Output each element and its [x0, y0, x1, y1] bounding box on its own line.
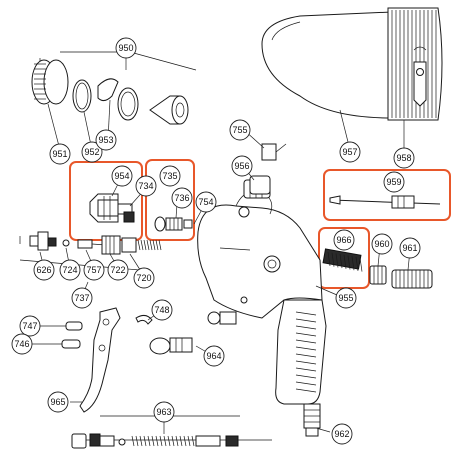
fluid-needle — [329, 195, 441, 209]
part-number-748: 748 — [154, 305, 169, 315]
part-number-724: 724 — [62, 265, 77, 275]
part-number-626: 626 — [36, 265, 51, 275]
part-number-955: 955 — [338, 293, 353, 303]
highlight-box-959 — [323, 169, 451, 221]
callout-954: 954 — [111, 165, 133, 187]
callout-964: 964 — [203, 345, 225, 367]
part-number-736: 736 — [174, 193, 189, 203]
part-number-956: 956 — [234, 161, 249, 171]
part-number-754: 754 — [198, 197, 213, 207]
part-number-954: 954 — [114, 171, 129, 181]
callout-959: 959 — [383, 171, 405, 193]
air-adjustment-valve — [71, 415, 272, 449]
air-cap-assembly — [31, 51, 197, 125]
callout-962: 962 — [331, 423, 353, 445]
part-number-964: 964 — [206, 351, 221, 361]
callout-737: 737 — [71, 287, 93, 309]
part-number-959: 959 — [386, 177, 401, 187]
callout-736: 736 — [171, 187, 193, 209]
part-number-720: 720 — [136, 273, 151, 283]
part-number-960: 960 — [374, 239, 389, 249]
callout-724: 724 — [59, 259, 81, 281]
part-number-965: 965 — [50, 397, 65, 407]
callout-953: 953 — [95, 129, 117, 151]
callout-734: 734 — [135, 175, 157, 197]
part-number-958: 958 — [396, 153, 411, 163]
part-callouts: 950 951 952 953 954 734 735 736 754 755 … — [11, 37, 421, 445]
callout-746: 746 — [11, 333, 33, 355]
callout-956: 956 — [231, 155, 253, 177]
callout-966: 966 — [333, 229, 355, 251]
callout-955: 955 — [335, 287, 357, 309]
part-number-963: 963 — [156, 407, 171, 417]
air-valve-parts-row — [19, 231, 162, 271]
part-number-755: 755 — [232, 125, 247, 135]
adjustment-knob-parts — [369, 265, 433, 289]
callout-720: 720 — [133, 267, 155, 289]
callout-957: 957 — [339, 141, 361, 163]
retaining-ring — [31, 59, 69, 105]
callout-952: 952 — [81, 141, 103, 163]
highlight-box-735-736 — [145, 159, 195, 241]
part-number-966: 966 — [336, 235, 351, 245]
part-number-951: 951 — [52, 149, 67, 159]
part-number-962: 962 — [334, 429, 349, 439]
callout-626: 626 — [33, 259, 55, 281]
part-number-735: 735 — [162, 171, 177, 181]
gun-handle — [275, 299, 327, 405]
callout-961: 961 — [399, 237, 421, 259]
callout-735: 735 — [159, 165, 181, 187]
callout-958: 958 — [393, 147, 415, 169]
part-number-757: 757 — [86, 265, 101, 275]
part-number-957: 957 — [342, 147, 357, 157]
callout-754: 754 — [195, 191, 217, 213]
part-number-734: 734 — [138, 181, 153, 191]
callout-960: 960 — [371, 233, 393, 255]
part-number-746: 746 — [14, 339, 29, 349]
cup-filter-and-adapter — [249, 143, 287, 195]
callout-951: 951 — [49, 143, 71, 165]
callout-755: 755 — [229, 119, 251, 141]
callout-965: 965 — [47, 391, 69, 413]
part-number-952: 952 — [84, 147, 99, 157]
gun-body — [197, 179, 327, 405]
clip-and-valve — [135, 296, 248, 355]
callout-757: 757 — [83, 259, 105, 281]
part-number-722: 722 — [110, 265, 125, 275]
paint-cup — [261, 7, 443, 121]
air-inlet-fitting — [303, 403, 321, 437]
air-cap — [149, 95, 189, 125]
part-number-747: 747 — [22, 321, 37, 331]
callout-950: 950 — [115, 37, 137, 59]
part-number-950: 950 — [118, 43, 133, 53]
needle-packing-parts — [154, 216, 193, 232]
callout-722: 722 — [107, 259, 129, 281]
part-number-961: 961 — [402, 243, 417, 253]
needle-spring — [322, 248, 363, 272]
callout-747: 747 — [19, 315, 41, 337]
part-number-953: 953 — [98, 135, 113, 145]
callout-963: 963 — [153, 401, 175, 423]
air-valve-964 — [149, 296, 248, 355]
trigger — [79, 307, 121, 413]
spring-clip — [97, 78, 119, 102]
fluid-nozzle — [89, 193, 135, 223]
callout-748: 748 — [151, 299, 173, 321]
part-number-737: 737 — [74, 293, 89, 303]
